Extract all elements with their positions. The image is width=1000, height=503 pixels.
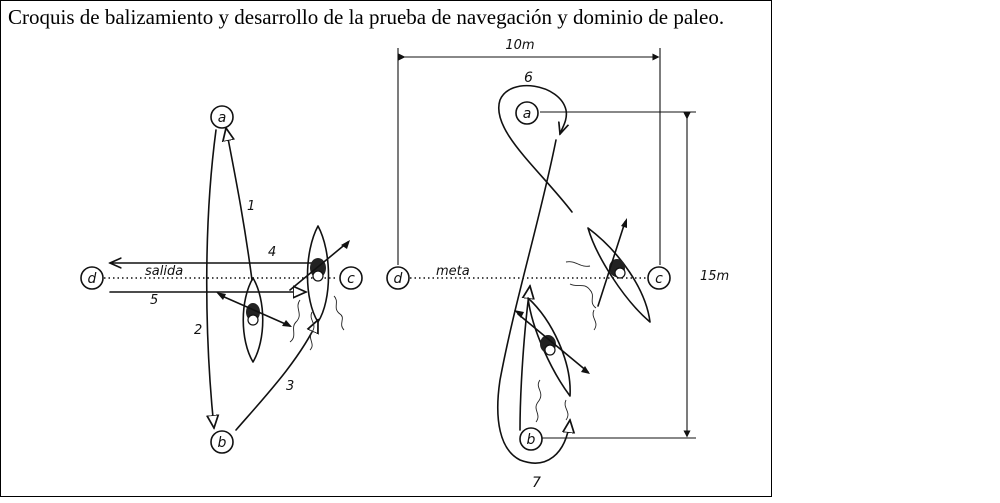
svg-text:a: a — [218, 110, 227, 126]
label-salida: salida — [145, 264, 183, 279]
label-leg-7: 7 — [532, 475, 541, 491]
svg-text:b: b — [527, 432, 536, 448]
buoy-c-left: c — [339, 266, 363, 290]
label-leg-5: 5 — [150, 293, 158, 308]
dimension-width-label: 10m — [505, 38, 534, 53]
kayak-right — [289, 225, 350, 323]
svg-text:d: d — [394, 271, 403, 287]
leg-3-path — [235, 320, 318, 431]
wake-right-5 — [564, 399, 569, 421]
leg-6-path — [497, 84, 573, 213]
leg-7-path — [497, 139, 570, 464]
buoy-c-right: c — [647, 266, 671, 290]
wake-left-2 — [309, 311, 315, 351]
figure-frame — [0, 0, 772, 497]
label-leg-1: 1 — [247, 199, 255, 214]
kayak-lower — [514, 297, 590, 397]
wake-right-3 — [592, 309, 597, 331]
leg-return-path — [519, 286, 530, 431]
svg-text:b: b — [218, 435, 227, 451]
label-leg-6: 6 — [524, 70, 533, 86]
buoy-d-left: d — [80, 266, 104, 290]
wake-right-4 — [535, 379, 542, 423]
kayak-center — [216, 277, 292, 363]
figure-caption: Croquis de balizamiento y desarrollo de … — [8, 5, 725, 29]
svg-text:c: c — [655, 271, 663, 287]
label-leg-4: 4 — [268, 245, 276, 260]
buoy-d-right: d — [386, 266, 410, 290]
svg-text:a: a — [523, 106, 532, 122]
leg-2-path — [207, 129, 216, 428]
label-leg-2: 2 — [194, 323, 202, 338]
label-leg-3: 3 — [286, 379, 294, 394]
right-sketch: 10m 15m — [386, 38, 729, 491]
wake-right-1 — [565, 261, 591, 267]
label-meta: meta — [436, 264, 470, 279]
left-sketch: a b c d salida 1 2 3 4 5 — [80, 105, 363, 454]
svg-text:c: c — [347, 271, 355, 287]
buoy-b-right: b — [519, 427, 543, 451]
buoy-a-left: a — [210, 105, 234, 129]
kayak-near-c — [587, 218, 651, 323]
leg-1-path — [226, 128, 253, 281]
buoy-b-left: b — [210, 430, 234, 454]
buoy-a-right: a — [515, 101, 539, 125]
svg-text:d: d — [88, 271, 97, 287]
wake-right-2 — [569, 283, 597, 309]
dimension-length-label: 15m — [700, 269, 729, 284]
wake-left-1 — [289, 299, 301, 343]
wake-left-3 — [333, 295, 345, 331]
